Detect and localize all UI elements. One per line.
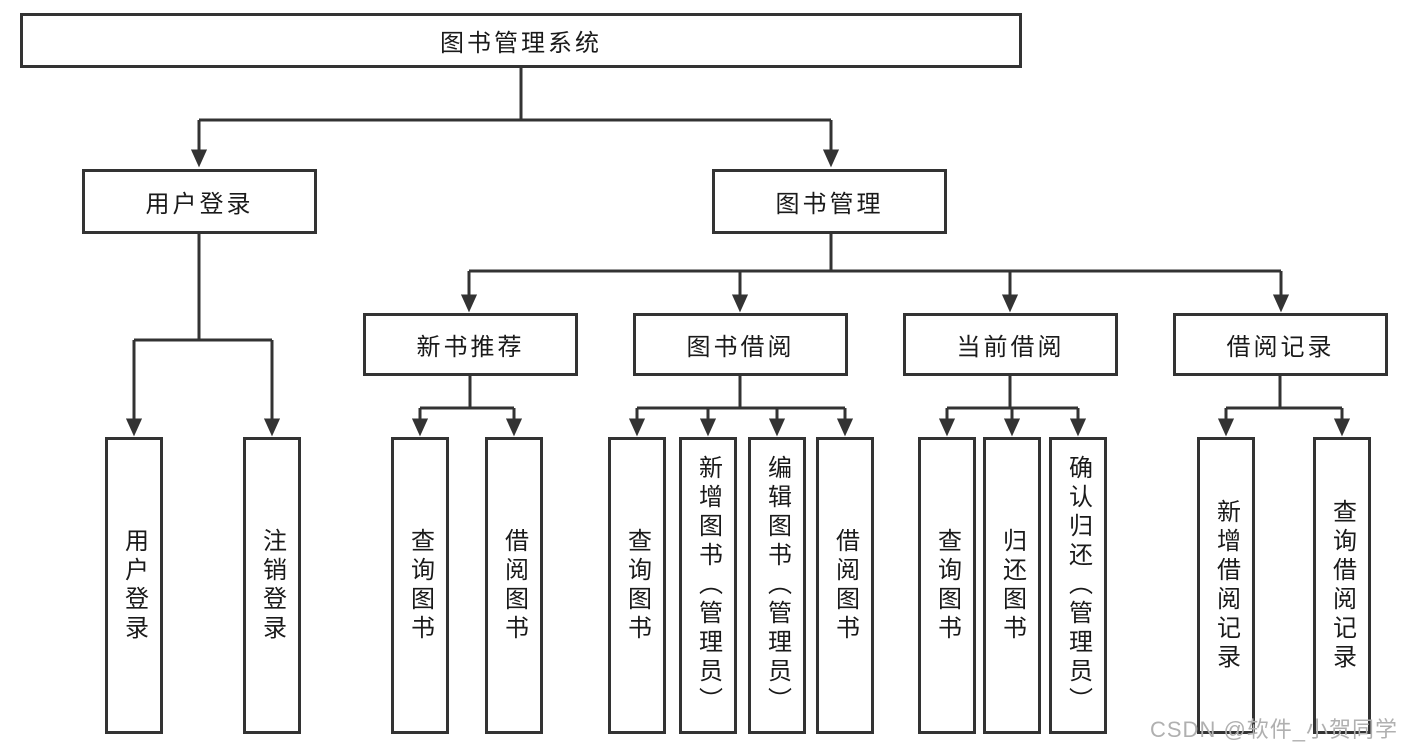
node-new-book-recommend: 新书推荐 [363,313,578,376]
leaf-confirm-return-admin: 确认归还（管理员） [1049,437,1107,734]
node-book-management: 图书管理 [712,169,947,234]
connector-new-book-recommend-to-leaves [411,376,523,437]
leaf-add-borrow-record: 新增借阅记录 [1197,437,1255,734]
connector-current-borrow-to-leaves [938,376,1087,437]
leaf-edit-book-admin: 编辑图书（管理员） [748,437,806,734]
node-borrow-records: 借阅记录 [1173,313,1388,376]
leaf-logout: 注销登录 [243,437,301,734]
leaf-borrow-books: 借阅图书 [816,437,874,734]
leaf-query-books-recommend: 查询图书 [391,437,449,734]
connector-borrow-records-to-leaves [1217,376,1351,437]
leaf-query-borrow-record: 查询借阅记录 [1313,437,1371,734]
leaf-query-books-borrow: 查询图书 [608,437,666,734]
csdn-watermark: CSDN @软件_小贺同学 [1150,717,1399,742]
leaf-query-books-current: 查询图书 [918,437,976,734]
connector-book-borrow-to-leaves [628,376,854,437]
leaf-user-login: 用户登录 [105,437,163,734]
node-root-system: 图书管理系统 [20,13,1022,68]
node-user-login: 用户登录 [82,169,317,234]
leaf-add-book-admin: 新增图书（管理员） [679,437,737,734]
node-current-borrow: 当前借阅 [903,313,1118,376]
node-book-borrow: 图书借阅 [633,313,848,376]
connector-book-management-to-level3 [460,233,1290,313]
connector-root-to-level2 [190,68,840,168]
leaf-borrow-books-recommend: 借阅图书 [485,437,543,734]
leaf-return-book: 归还图书 [983,437,1041,734]
connector-user-login-to-leaves [125,233,281,437]
